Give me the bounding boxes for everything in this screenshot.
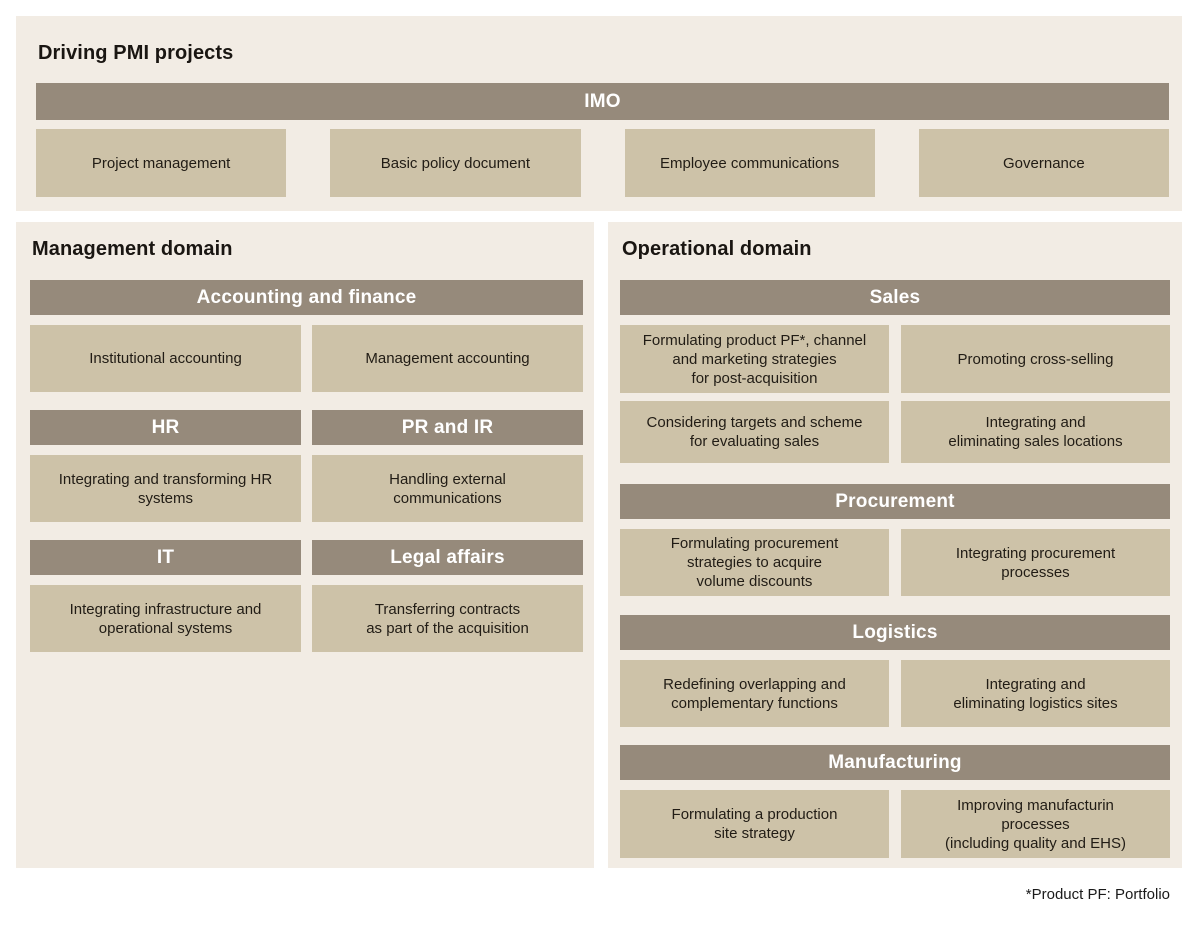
box-formulating-procurement-strategies: Formulating procurement strategies to ac… [620, 529, 889, 596]
sales-row-2: Considering targets and scheme for evalu… [620, 401, 1170, 463]
box-promoting-cross-selling: Promoting cross-selling [901, 325, 1170, 393]
hr-header-bar: HR [30, 410, 301, 445]
it-header-bar: IT [30, 540, 301, 575]
box-basic-policy-document: Basic policy document [330, 129, 581, 197]
accounting-finance-header-bar: Accounting and finance [30, 280, 583, 315]
box-redefining-overlapping-functions: Redefining overlapping and complementary… [620, 660, 889, 727]
box-institutional-accounting: Institutional accounting [30, 325, 301, 392]
sales-row-1: Formulating product PF*, channel and mar… [620, 325, 1170, 393]
it-legal-row: Integrating infrastructure and operation… [30, 585, 583, 652]
driving-pmi-projects-panel: Driving PMI projects IMO Project managem… [16, 16, 1182, 211]
hr-pr-row: Integrating and transforming HR systems … [30, 455, 583, 522]
box-integrating-infrastructure-operational-systems: Integrating infrastructure and operation… [30, 585, 301, 652]
procurement-header-bar: Procurement [620, 484, 1170, 519]
box-formulating-product-pf-strategies: Formulating product PF*, channel and mar… [620, 325, 889, 393]
hr-pr-header-row: HR PR and IR [30, 410, 583, 445]
driving-pmi-boxes-row: Project management Basic policy document… [36, 129, 1169, 197]
it-legal-header-row: IT Legal affairs [30, 540, 583, 575]
legal-affairs-header-bar: Legal affairs [312, 540, 583, 575]
logistics-header-bar: Logistics [620, 615, 1170, 650]
box-integrating-transforming-hr-systems: Integrating and transforming HR systems [30, 455, 301, 522]
box-transferring-contracts: Transferring contracts as part of the ac… [312, 585, 583, 652]
product-pf-footnote: *Product PF: Portfolio [1025, 886, 1170, 903]
box-governance: Governance [918, 129, 1169, 197]
box-integrating-eliminating-sales-locations: Integrating and eliminating sales locati… [901, 401, 1170, 463]
operational-domain-panel: Operational domain Sales Formulating pro… [608, 222, 1182, 868]
manufacturing-row: Formulating a production site strategy I… [620, 790, 1170, 858]
management-domain-panel: Management domain Accounting and finance… [16, 222, 594, 868]
procurement-row: Formulating procurement strategies to ac… [620, 529, 1170, 596]
accounting-finance-row: Institutional accounting Management acco… [30, 325, 583, 392]
driving-pmi-projects-title: Driving PMI projects [38, 42, 234, 64]
operational-domain-title: Operational domain [622, 238, 812, 260]
box-integrating-procurement-processes: Integrating procurement processes [901, 529, 1170, 596]
pr-ir-header-bar: PR and IR [312, 410, 583, 445]
box-project-management: Project management [36, 129, 287, 197]
management-domain-title: Management domain [32, 238, 233, 260]
box-management-accounting: Management accounting [312, 325, 583, 392]
manufacturing-header-bar: Manufacturing [620, 745, 1170, 780]
box-handling-external-communications: Handling external communications [312, 455, 583, 522]
box-employee-communications: Employee communications [624, 129, 875, 197]
sales-header-bar: Sales [620, 280, 1170, 315]
logistics-row: Redefining overlapping and complementary… [620, 660, 1170, 727]
box-integrating-eliminating-logistics-sites: Integrating and eliminating logistics si… [901, 660, 1170, 727]
imo-header-bar: IMO [36, 83, 1169, 120]
box-considering-targets-scheme: Considering targets and scheme for evalu… [620, 401, 889, 463]
box-formulating-production-site-strategy: Formulating a production site strategy [620, 790, 889, 858]
box-improving-manufacturing-processes: Improving manufacturin processes (includ… [901, 790, 1170, 858]
